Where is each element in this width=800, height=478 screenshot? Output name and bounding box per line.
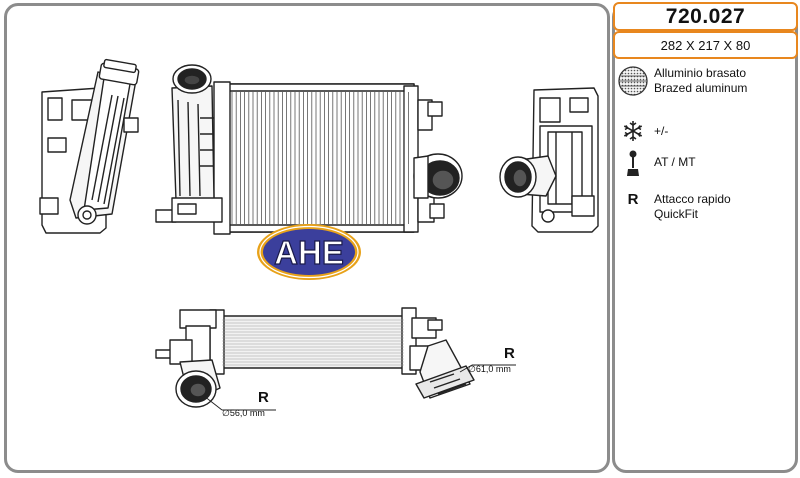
ahe-logo: AHE: [257, 224, 361, 280]
feature-brazed-line1: Alluminio brasato: [654, 66, 747, 80]
right-connector-diameter: ∅61,0 mm: [468, 364, 511, 374]
right-connector-quickfit-mark: R: [504, 345, 515, 362]
product-code: 720.027: [613, 2, 798, 31]
bottom-view-inlet: [175, 359, 221, 408]
left-connector-diameter: ∅56,0 mm: [222, 408, 265, 418]
bottom-view-outlet: [415, 339, 475, 399]
feature-tolerance-label: +/-: [654, 124, 669, 138]
right-side-view: [499, 87, 599, 233]
feature-brazed-aluminum: Alluminio brasato Brazed aluminum: [618, 66, 793, 98]
feature-transmission-label: AT / MT: [654, 155, 696, 169]
ahe-logo-text: AHE: [274, 234, 344, 271]
left-connector-quickfit-mark: R: [258, 389, 269, 406]
bottom-view-core: [155, 307, 443, 375]
snowflake-icon: [618, 120, 648, 142]
front-view-inlet: [155, 64, 223, 223]
brazed-aluminum-icon: [618, 66, 648, 96]
quickfit-r-icon: R: [627, 191, 639, 208]
product-dimensions: 282 X 217 X 80: [613, 31, 798, 59]
feature-brazed-line2: Brazed aluminum: [654, 81, 748, 95]
feature-quickfit: R Attacco rapido QuickFit: [618, 192, 793, 224]
feature-tolerance: +/-: [618, 120, 793, 142]
feature-quickfit-line1: Attacco rapido: [654, 192, 731, 206]
core-fins: [231, 92, 409, 224]
bottom-core-fins: [222, 319, 404, 366]
dimension-leaders: [203, 364, 516, 411]
feature-transmission: AT / MT: [618, 150, 793, 176]
gear-shift-icon: [618, 150, 648, 176]
front-view-outlet: [413, 153, 463, 199]
left-side-view: [39, 58, 140, 234]
feature-quickfit-line2: QuickFit: [654, 207, 699, 221]
